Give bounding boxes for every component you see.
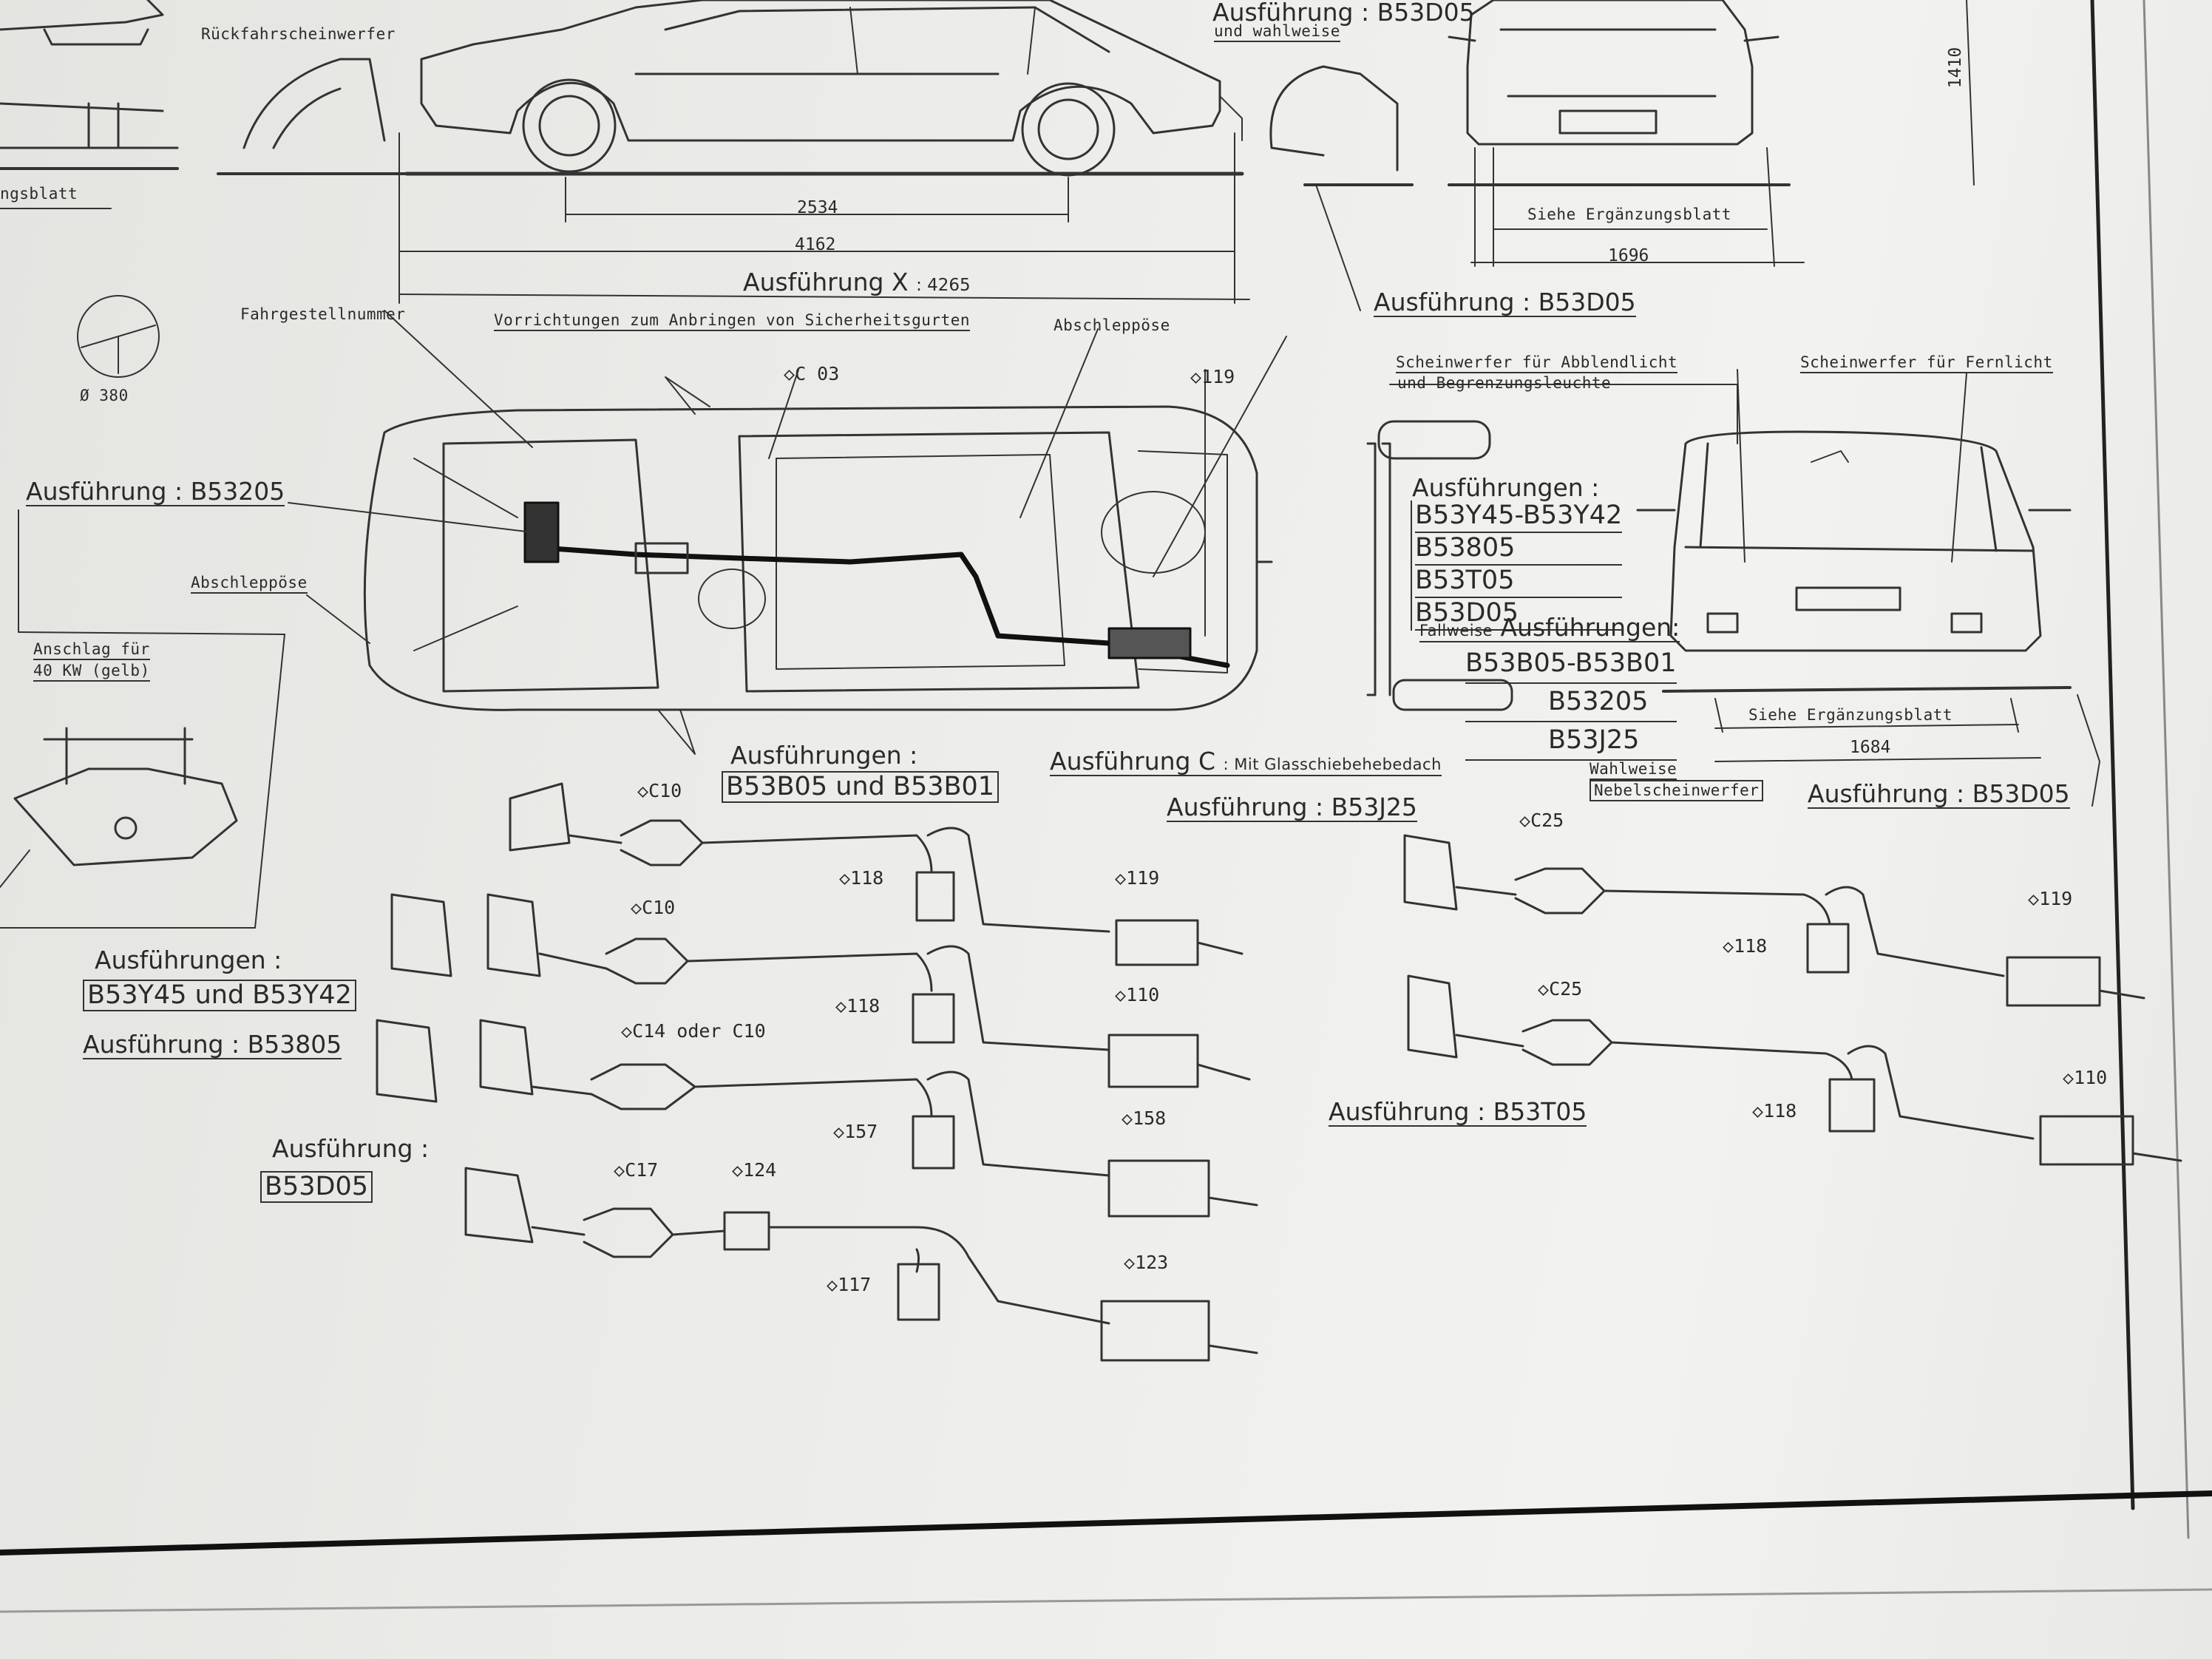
part-row4-rear: ◇123: [1124, 1252, 1169, 1273]
code-list-item: B53205: [1465, 684, 1677, 722]
label-siehe-ergaenzungsblatt-right: Siehe Ergänzungsblatt: [1748, 706, 1953, 724]
part-row1-rear: ◇119: [1115, 867, 1160, 889]
label-ausfuehrung-b53d05-mid: Ausführung : B53D05: [1374, 288, 1636, 317]
part-j25-rear: ◇119: [2028, 888, 2073, 909]
part-row3-cat: ◇C14 oder C10: [621, 1020, 766, 1042]
page-border: [0, 0, 2212, 1613]
part-row2-cat: ◇C10: [631, 897, 676, 918]
part-row4-cat: ◇C17: [614, 1159, 659, 1181]
exhaust-row-t05: [1407, 974, 2182, 1166]
dim-1696: 1696: [1608, 246, 1649, 265]
part-row2-rear: ◇110: [1115, 984, 1160, 1005]
exhaust-row-4: [464, 1167, 1258, 1362]
label-ausfuehrung-b53d05-right: Ausführung : B53D05: [1808, 779, 2070, 809]
code-list-fallweise: B53B05-B53B01 B53205 B53J25: [1465, 645, 1677, 761]
rear-view-partial: [0, 0, 179, 209]
label-wahlweise: Wahlweise: [1590, 761, 1677, 780]
part-c03: ◇C 03: [784, 363, 840, 384]
label-nebelscheinwerfer: Nebelscheinwerfer: [1590, 780, 1764, 801]
part-row2-mid: ◇118: [835, 995, 881, 1017]
car-top-view: [288, 310, 1287, 755]
label-abschleppoese-left: Abschleppöse: [191, 575, 308, 594]
code-list-item: B53B05-B53B01: [1465, 645, 1677, 684]
label-ausfuehrungen-y-header: Ausführungen :: [95, 946, 282, 974]
label-scheinwerfer-abblendlicht: Scheinwerfer für Abblendlicht: [1396, 355, 1678, 373]
part-j25-cat: ◇C25: [1519, 810, 1564, 831]
label-b53y45-und-b53y42: B53Y45 und B53Y42: [83, 980, 356, 1011]
exhaust-row-1: [509, 782, 1244, 966]
label-begrenzungsleuchte: und Begrenzungsleuchte: [1397, 374, 1612, 392]
label-rueckfahrscheinwerfer: Rückfahrscheinwerfer: [201, 25, 396, 43]
label-ergaenzungsblatt-left: ngsblatt: [0, 185, 78, 203]
label-scheinwerfer-fernlicht: Scheinwerfer für Fernlicht: [1800, 355, 2053, 373]
part-row3-rear: ◇158: [1122, 1107, 1167, 1129]
part-t05-mid: ◇118: [1752, 1100, 1797, 1122]
anschlag-detail-box: [0, 509, 285, 929]
part-119-top: ◇119: [1190, 366, 1235, 387]
label-ausfuehrung-b53t05: Ausführung : B53T05: [1329, 1097, 1587, 1127]
car-front-view-mid: [1636, 369, 2100, 807]
label-40kw-gelb: 40 KW (gelb): [33, 663, 150, 682]
code-list-item: B53805: [1415, 533, 1623, 566]
label-ausfuehrung-d05-header: Ausführung :: [272, 1134, 430, 1163]
lamp-detail: [1366, 384, 1738, 711]
label-fallweise-ausfuehrungen: Fallweise Ausführungen:: [1419, 613, 1680, 642]
code-list-item: B53Y45-B53Y42: [1415, 501, 1623, 533]
label-abschleppoese-top: Abschleppöse: [1054, 316, 1170, 334]
fender-detail: [1269, 65, 1414, 311]
car-front-view-top: [1448, 0, 1975, 267]
part-row1-mid: ◇118: [839, 867, 884, 889]
label-b53d05-bottom: B53D05: [260, 1171, 373, 1203]
code-list-item: B53D05: [1415, 598, 1623, 631]
label-vorrichtungen-sicherheitsgurte: Vorrichtungen zum Anbringen von Sicherhe…: [494, 313, 971, 331]
part-row4-pre: ◇124: [732, 1159, 777, 1181]
exhaust-row-j25: [1403, 834, 2145, 1007]
label-siehe-ergaenzungsblatt-top: Siehe Ergänzungsblatt: [1527, 206, 1732, 223]
dim-2534: 2534: [797, 198, 838, 217]
label-ausfuehrung-x: Ausführung X : 4265: [743, 268, 971, 296]
label-ausfuehrungen-list-header: Ausführungen :: [1412, 473, 1600, 502]
part-t05-rear: ◇110: [2063, 1067, 2108, 1088]
label-top-ausfuehrung: Ausführung : B53D05: [1212, 0, 1475, 27]
part-t05-cat: ◇C25: [1538, 978, 1583, 1000]
label-und-wahlweise: und wahlweise: [1214, 24, 1340, 42]
code-list: B53Y45-B53Y42 B53805 B53T05 B53D05: [1411, 501, 1623, 631]
code-list-item: B53T05: [1415, 566, 1623, 598]
dim-1410: 1410: [1946, 47, 1966, 89]
part-row1-cat: ◇C10: [637, 780, 682, 801]
label-ausfuehrung-b53j25: Ausführung : B53J25: [1167, 793, 1417, 822]
code-list-item: B53J25: [1465, 722, 1677, 761]
label-anschlag-fuer: Anschlag für: [33, 642, 150, 660]
exhaust-row-2: [390, 893, 1251, 1088]
label-ausfuehrung-c: Ausführung C : Mit Glasschiebehebedach: [1050, 747, 1442, 776]
label-steering-diameter: Ø 380: [80, 387, 129, 404]
dim-1684: 1684: [1850, 738, 1891, 757]
wheel-arch-detail: [217, 58, 415, 175]
car-side-view: [398, 0, 1250, 304]
dim-4162: 4162: [795, 235, 836, 254]
part-row3-mid: ◇157: [833, 1121, 878, 1142]
part-j25-mid: ◇118: [1723, 935, 1768, 957]
label-fahrgestellnummer: Fahrgestellnummer: [240, 305, 406, 323]
part-row4-mid: ◇117: [827, 1274, 872, 1295]
exhaust-row-3: [376, 1019, 1258, 1218]
label-ausfuehrungen-b53b05-header: Ausführungen :: [730, 741, 918, 770]
label-ausfuehrung-b53805: Ausführung : B53805: [83, 1030, 342, 1059]
label-ausfuehrung-b53205-left: Ausführung : B53205: [26, 477, 285, 506]
steering-wheel: [77, 295, 160, 378]
label-b53b05-und-b53b01: B53B05 und B53B01: [722, 771, 1000, 803]
